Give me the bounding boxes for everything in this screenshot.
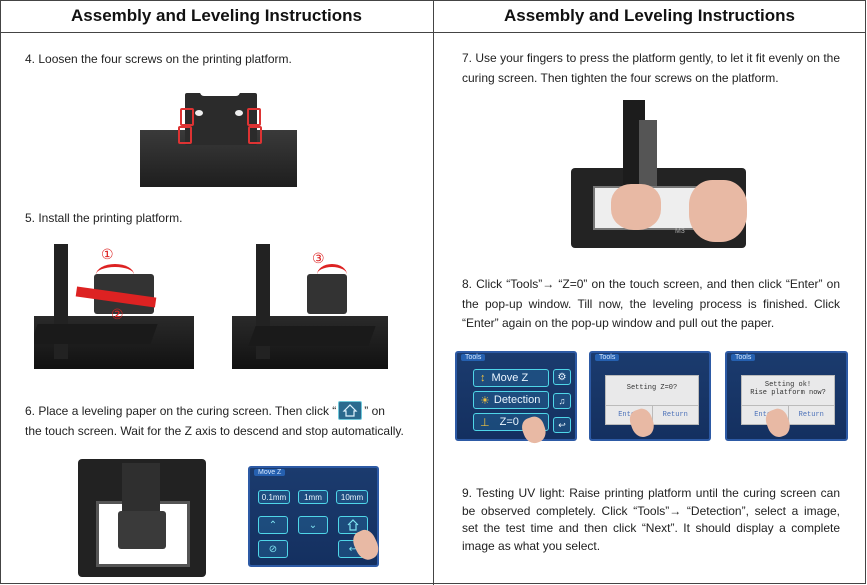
callout-two: ②	[111, 306, 124, 322]
step-6-text-b: ” on	[364, 404, 385, 418]
step-4-text: 4. Loosen the four screws on the printin…	[25, 52, 292, 66]
volume-button[interactable]: ♫	[553, 393, 571, 409]
speaker-icon: ♫	[558, 396, 566, 406]
step-9-text: 9. Testing UV light: Raise printing plat…	[462, 486, 840, 553]
return-button-3[interactable]: Return	[798, 411, 824, 419]
move-z-screen: Move Z 0.1mm 1mm 10mm ⌃ ⌄ ⊘ ↩	[248, 466, 383, 567]
left-header: Assembly and Leveling Instructions	[0, 0, 433, 33]
tools-tab-3: Tools	[731, 354, 756, 361]
move-z-tab: Move Z	[254, 469, 286, 476]
stop-button[interactable]: ⊘	[258, 540, 288, 558]
down-arrow-button[interactable]: ⌄	[298, 516, 328, 534]
platform-screws-photo	[140, 88, 297, 187]
chevron-down-icon: ⌄	[308, 519, 318, 531]
back-arrow-icon: ↩	[558, 419, 566, 430]
step-7-text: 7. Use your fingers to press the platfor…	[462, 51, 840, 85]
detection-menu-item[interactable]: ☀Detection	[473, 391, 549, 409]
tools-screen-1: Tools ↕ Move Z ☀Detection ⊥ Z=0 ⚙ ♫ ↩	[455, 351, 577, 446]
callout-one: ①	[101, 246, 114, 262]
back-arrow-icon: ↩	[348, 543, 358, 555]
enter-button-2[interactable]: Enter	[606, 406, 653, 424]
install-platform-photo-2: ③	[232, 244, 388, 369]
step-6-line-2: the touch screen. Wait for the Z axis to…	[25, 424, 404, 438]
step-5-text: 5. Install the printing platform.	[25, 211, 183, 225]
tools-screen-3: Tools Setting ok! Rise platform now? Ent…	[725, 351, 848, 441]
tools-tab-2: Tools	[595, 354, 620, 361]
gear-button[interactable]: ⚙	[553, 369, 571, 385]
back-button-1[interactable]: ↩	[553, 417, 571, 433]
column-divider	[433, 0, 434, 585]
press-platform-photo: M3	[571, 100, 754, 248]
step-0-1mm-button[interactable]: 0.1mm	[258, 490, 290, 504]
step-6-text-a: 6. Place a leveling paper on the curing …	[25, 404, 337, 418]
enter-button-3[interactable]: Enter	[742, 406, 789, 424]
up-arrow-button[interactable]: ⌃	[258, 516, 288, 534]
chevron-up-icon: ⌃	[268, 519, 278, 531]
setting-z-dialog: Setting Z=0? Enter Return	[605, 375, 699, 425]
step-6-line-1: 6. Place a leveling paper on the curing …	[25, 401, 385, 421]
light-icon: ☀	[480, 394, 490, 407]
dialog-line-2: Rise platform now?	[750, 389, 826, 397]
home-icon	[338, 401, 363, 421]
install-platform-photo-1: ① ②	[34, 244, 194, 369]
dialog-line-1: Setting ok!	[764, 381, 812, 389]
callout-three: ③	[312, 250, 325, 266]
step-8-text: 8. Click “Tools”→ “Z=0” on the touch scr…	[462, 277, 840, 330]
gear-icon: ⚙	[557, 371, 567, 383]
right-header: Assembly and Leveling Instructions	[433, 0, 866, 33]
dialog-question: Setting Z=0?	[626, 384, 678, 392]
z-zero-label: Z=0	[499, 416, 519, 428]
printer-top-photo	[78, 459, 206, 577]
detection-label: Detection	[493, 394, 541, 406]
tools-screen-2: Tools Setting Z=0? Enter Return	[589, 351, 711, 441]
move-z-menu-item[interactable]: ↕ Move Z	[473, 369, 549, 387]
z-zero-icon: ⊥	[480, 416, 490, 429]
step-1mm-button[interactable]: 1mm	[298, 490, 328, 504]
tools-tab-1: Tools	[461, 354, 486, 361]
step-10mm-button[interactable]: 10mm	[336, 490, 368, 504]
stop-icon: ⊘	[268, 543, 278, 555]
home-icon	[347, 519, 359, 531]
move-z-icon: ↕	[480, 372, 486, 384]
move-z-label: Move Z	[491, 372, 529, 384]
return-button-2[interactable]: Return	[662, 411, 688, 419]
printer-model-label: M3	[675, 228, 685, 235]
home-button[interactable]	[338, 516, 368, 534]
